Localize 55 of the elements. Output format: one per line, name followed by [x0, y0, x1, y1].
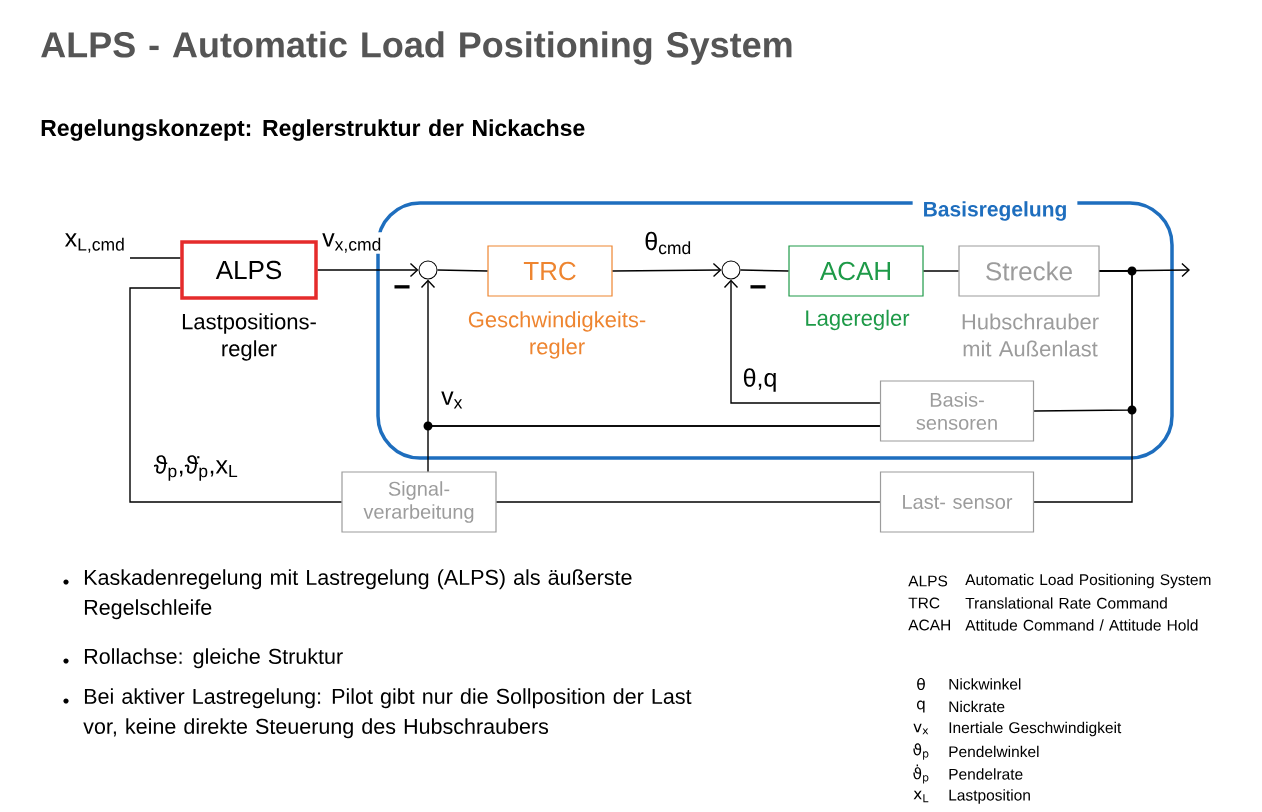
block-box: TRC	[487, 245, 613, 297]
symbol-description: Lastposition	[949, 789, 1030, 804]
signal-line	[427, 425, 881, 473]
signal-line	[739, 269, 790, 272]
symbol-cell: ϑ̇$_{p}$	[913, 764, 929, 784]
bullet-text: Rollachse: gleiche Struktur	[84, 648, 343, 669]
signal-line	[495, 501, 881, 503]
minus-sign: −	[750, 285, 766, 289]
block-caption: Hubschrauber mit Außenlast	[962, 313, 1099, 357]
symbol-description: Nickwinkel	[949, 678, 1021, 690]
symbol-description: Inertiale Geschwindigkeit	[949, 721, 1122, 737]
symbol-cell: v$_{x}$	[913, 723, 929, 735]
bullet-text: Kaskadenregelung mit Lastregelung (ALPS) als äußerste Regelschleife	[84, 569, 632, 620]
block-box: Last- sensor	[879, 471, 1035, 533]
symbol-description: Pendelwinkel	[949, 745, 1039, 758]
block-caption: Geschwindigkeits- regler	[468, 311, 646, 359]
signal-line	[129, 287, 343, 503]
symbol-cell: θ	[917, 678, 925, 691]
signal-label: v$_{x}$	[440, 390, 464, 410]
title: ALPS - Automatic Load Positioning System	[41, 31, 792, 65]
block-box: ALPS	[180, 240, 318, 300]
block-caption: Lageregler	[806, 309, 910, 331]
minus-sign: −	[394, 285, 410, 289]
signal-label: ϑ$_{p}$,ϑ̇$_{p}$,x$_{L}$	[152, 454, 240, 482]
signal-label: v$_{x,cmd}$	[321, 232, 383, 254]
arrow	[723, 279, 881, 404]
symbol-description: Pendelrate	[949, 768, 1023, 780]
abbreviation-cell: ALPS	[908, 575, 948, 587]
bullet-text: Bei aktiver Lastregelung: Pilot gibt nur die Sollposition der Last vor, keine direkte Steuerung des Hubschraubers	[83, 688, 692, 739]
symbol-cell: x$_{L}$	[913, 790, 929, 803]
symbol-description: Nickrate	[949, 700, 1005, 713]
abbreviation-cell: Translational Rate Command	[965, 597, 1167, 609]
summing-junction	[418, 260, 438, 280]
abbreviation-cell: Automatic Load Positioning System	[965, 573, 1211, 589]
signal-line	[436, 269, 489, 272]
block-box: Strecke	[958, 245, 1100, 297]
arrow	[611, 262, 722, 278]
block-box: ACAH	[788, 245, 924, 297]
symbol-cell: q	[916, 700, 925, 713]
symbol-cell: ϑ$_{p}$	[913, 743, 929, 760]
signal-label: θ$_{cmd}$	[643, 230, 693, 256]
signal-line	[129, 257, 181, 259]
abbreviation-cell: TRC	[908, 597, 940, 609]
signal-line	[922, 270, 960, 272]
subheading: Regelungskonzept: Reglerstruktur der Nickachse	[41, 119, 585, 141]
block-box: Basis- sensoren	[879, 380, 1035, 442]
signal-label: x$_{L,cmd}$	[63, 232, 127, 254]
arrow	[317, 262, 419, 278]
abbreviation-cell: Attitude Command / Attitude Hold	[965, 619, 1198, 631]
summing-junction	[721, 260, 741, 280]
block-caption: Lastpositions- regler	[182, 313, 316, 361]
signal-line	[1033, 270, 1133, 503]
abbreviation-cell: ACAH	[908, 619, 950, 631]
signal-label: θ,q	[741, 367, 779, 393]
block-box: Signal- verarbeitung	[341, 471, 497, 533]
